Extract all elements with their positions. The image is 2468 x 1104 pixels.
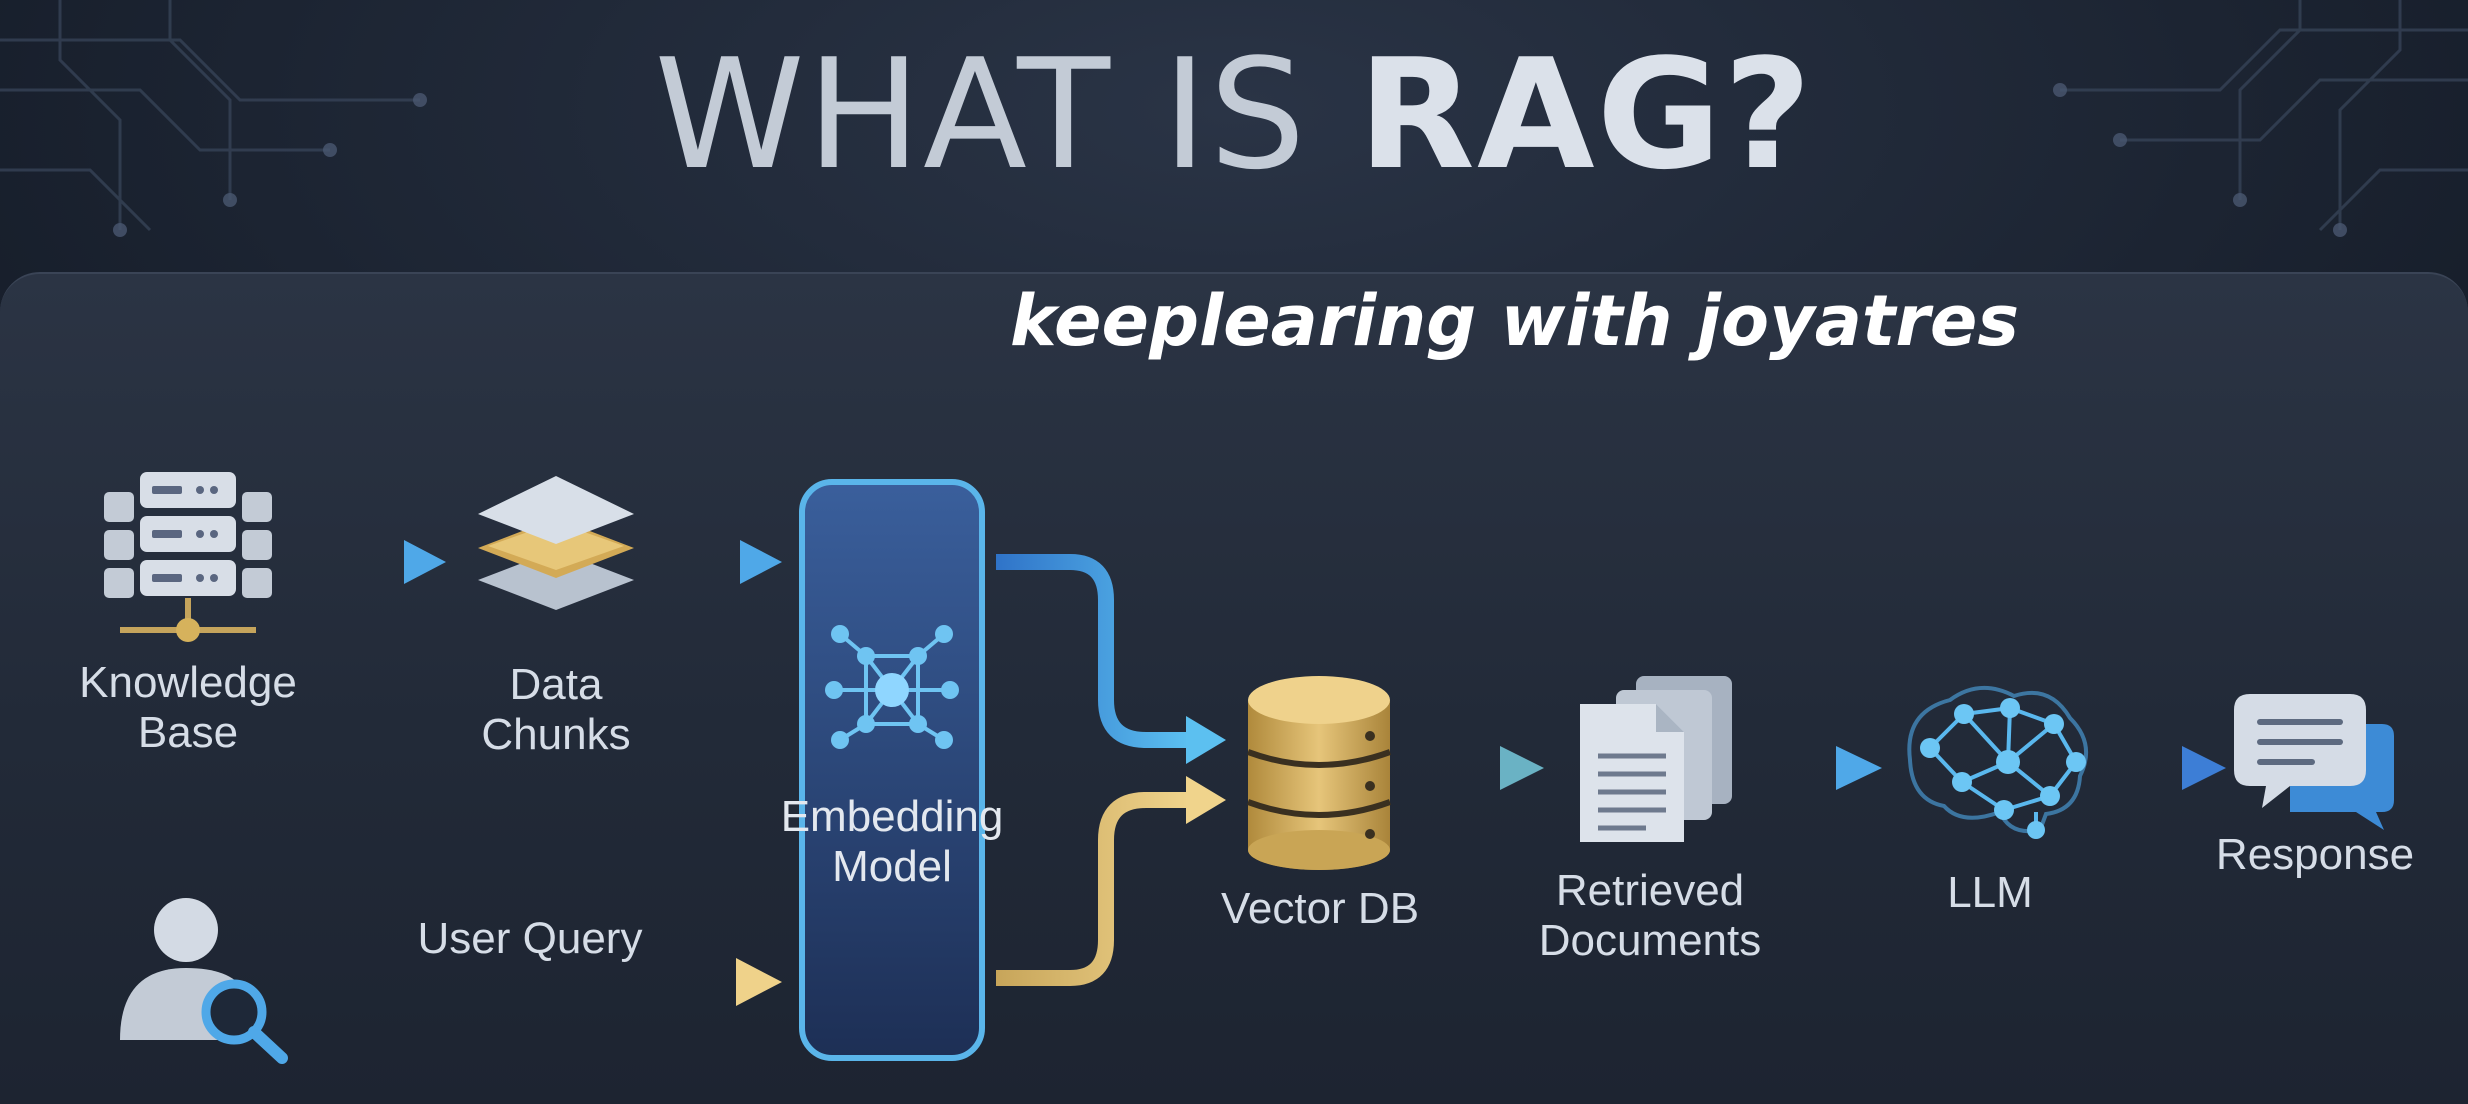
arrowhead-kb-to-chunks (404, 540, 446, 584)
arrowhead-embedding-to-vectordb-bottom (1186, 776, 1226, 824)
embedding-model-label: Embedding Model (780, 792, 1004, 891)
arrow-embedding-to-vectordb-bottom (996, 792, 1190, 986)
flow-arrows (290, 540, 2226, 1006)
user-query-label: User Query (417, 914, 643, 963)
brain-network-icon (1907, 685, 2088, 839)
user-search-icon (120, 898, 288, 1064)
knowledge-base-label: Knowledge Base (79, 658, 297, 757)
server-rack-icon (104, 472, 272, 642)
retrieved-documents-label: Retrieved Documents (1538, 866, 1762, 965)
title-thin: WHAT IS (654, 26, 1358, 203)
arrowhead-embedding-to-vectordb-top (1186, 716, 1226, 764)
documents-icon (1580, 676, 1732, 842)
watermark-text: keeplearing with joyatres (1010, 280, 2020, 362)
arrowhead-vectordb-to-docs (1500, 746, 1544, 790)
arrow-embedding-to-vectordb-top (996, 554, 1190, 748)
diagram-panel (0, 272, 2468, 1104)
vector-db-label: Vector DB (1220, 884, 1420, 933)
title-bold: RAG? (1357, 26, 1814, 203)
page-title: WHAT IS RAG? (0, 26, 2468, 203)
arrowhead-chunks-to-embedding (740, 540, 782, 584)
arrowhead-llm-to-response (2182, 746, 2226, 790)
response-label: Response (2215, 830, 2415, 879)
chat-bubbles-icon (2234, 694, 2394, 830)
database-icon (1246, 676, 1392, 870)
stacked-layers-icon (478, 476, 634, 610)
arrowhead-query-to-embedding (736, 958, 782, 1006)
embedding-model-box (799, 479, 985, 1061)
llm-label: LLM (1947, 868, 2033, 917)
arrowhead-docs-to-llm (1836, 746, 1882, 790)
data-chunks-label: Data Chunks (481, 660, 631, 759)
